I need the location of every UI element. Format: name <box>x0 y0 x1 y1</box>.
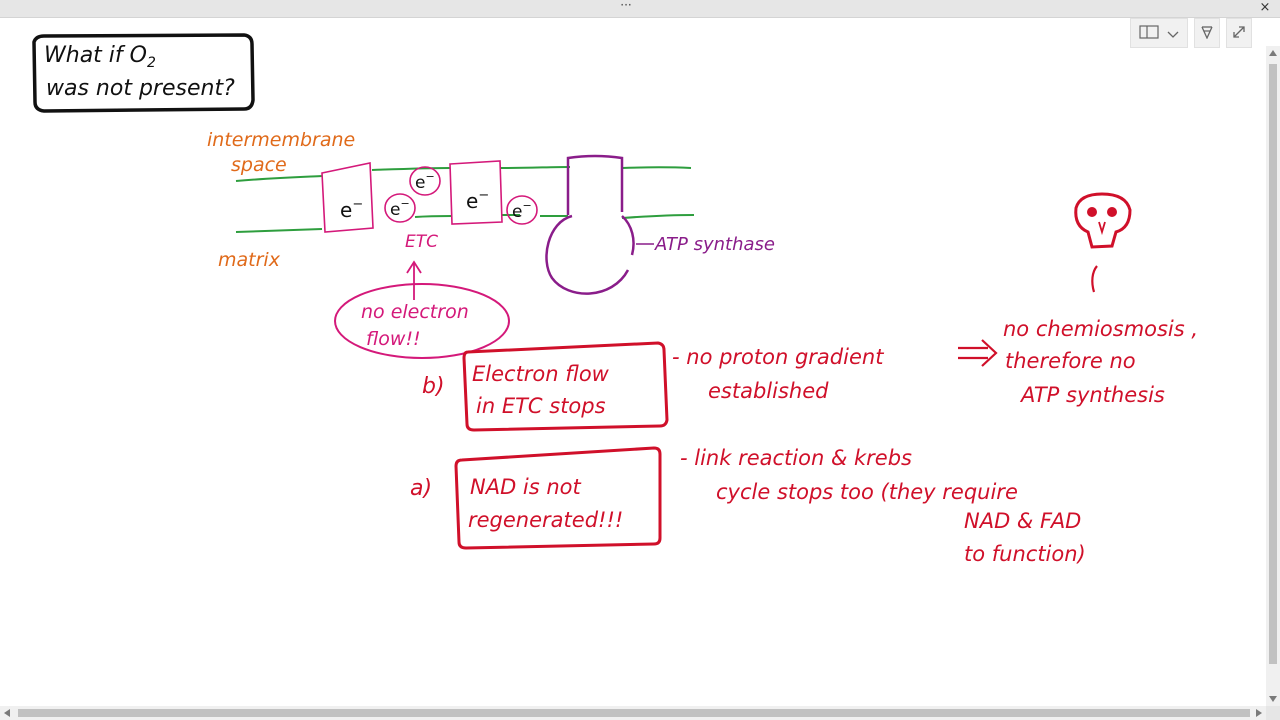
matrix-label: matrix <box>218 249 281 271</box>
vertical-scroll-thumb[interactable] <box>1269 64 1277 664</box>
etc-arrow-head <box>406 260 422 274</box>
skull-tick <box>1091 265 1098 293</box>
filter-icon <box>1200 24 1214 43</box>
etc-complex-2 <box>449 160 503 225</box>
electron-carrier-1 <box>384 193 416 223</box>
membrane-inner-left <box>235 228 323 233</box>
expand-button[interactable] <box>1226 18 1252 48</box>
electron-5: e− <box>512 199 532 222</box>
skull-outline <box>1074 192 1132 249</box>
page-view-button[interactable] <box>1130 18 1188 48</box>
a-text-line-2: cycle stops too (they require <box>716 480 1018 504</box>
space-label: space <box>231 154 287 176</box>
b-box-line-2: in ETC stops <box>476 394 606 418</box>
expand-icon <box>1232 24 1246 43</box>
membrane-outer-left <box>235 175 323 182</box>
scrollbar-corner <box>1266 706 1280 720</box>
atp-synthase-head <box>545 214 630 295</box>
result-line-3: ATP synthesis <box>1019 383 1165 407</box>
membrane <box>235 166 695 233</box>
horizontal-scroll-thumb[interactable] <box>18 709 1250 717</box>
atp-synthase-head-right <box>621 215 635 256</box>
membrane-outer-right <box>621 166 692 169</box>
filter-button[interactable] <box>1194 18 1220 48</box>
skull-eye-right <box>1107 207 1117 217</box>
result-line-1: no chemiosmosis , <box>1003 317 1198 341</box>
bubble-line-2: flow!! <box>366 328 421 350</box>
etc-complexes: e− e− e− e− e− <box>321 160 538 233</box>
skull-eye-left <box>1087 207 1097 217</box>
scroll-left-icon[interactable] <box>4 709 10 717</box>
view-toolbar <box>1130 18 1252 48</box>
skull-drawing <box>1074 192 1132 293</box>
scroll-up-icon[interactable] <box>1269 50 1277 56</box>
b-label: b) <box>422 374 445 399</box>
question-box: What if O2 was not present? <box>32 33 255 113</box>
electron-3: e− <box>415 170 435 193</box>
etc-complex-1 <box>321 162 374 233</box>
electron-4: e− <box>466 188 489 213</box>
atp-synthase <box>545 154 654 295</box>
b-box-line-1: Electron flow <box>472 362 610 386</box>
b-box <box>462 341 669 432</box>
scroll-down-icon[interactable] <box>1269 696 1277 702</box>
a-box-line-2: regenerated!!! <box>468 508 623 532</box>
membrane-outer-mid-2 <box>499 166 571 169</box>
electron-carrier-2 <box>409 166 441 196</box>
intermembrane-label: intermembrane <box>207 129 355 151</box>
notes-canvas[interactable]: What if O2 was not present? intermembran… <box>0 0 1266 706</box>
scroll-right-icon[interactable] <box>1256 709 1262 717</box>
vertical-scrollbar[interactable] <box>1266 46 1280 706</box>
title-bar: ··· × <box>0 0 1280 18</box>
electron-1: e− <box>340 197 363 222</box>
electron-carrier-3 <box>506 195 538 225</box>
page-view-icon <box>1139 24 1159 43</box>
b-text-line-1: - no proton gradient <box>672 345 884 369</box>
b-text-line-2: established <box>708 379 829 403</box>
a-text-line-1: - link reaction & krebs <box>680 446 912 470</box>
question-box-border <box>32 33 255 113</box>
result-line-2: therefore no <box>1005 349 1136 373</box>
close-button[interactable]: × <box>1259 0 1271 15</box>
question-line-1: What if O2 <box>44 43 156 71</box>
question-line-2: was not present? <box>46 76 235 101</box>
membrane-outer-mid <box>371 167 451 171</box>
no-flow-bubble <box>334 283 510 359</box>
skull-nose <box>1098 221 1106 236</box>
a-box-line-1: NAD is not <box>470 475 582 499</box>
atp-synthase-label: ATP synthase <box>654 234 775 255</box>
horizontal-scrollbar[interactable] <box>0 706 1266 720</box>
electron-2: e− <box>390 197 410 220</box>
a-text-line-3: NAD & FAD <box>964 509 1081 533</box>
bubble-line-1: no electron <box>361 301 469 323</box>
drag-handle[interactable]: ··· <box>620 0 632 12</box>
membrane-inner-right <box>621 214 695 219</box>
etc-label: ETC <box>405 232 438 252</box>
a-box <box>454 446 662 550</box>
membrane-inner-mid <box>414 215 453 218</box>
chevron-down-icon <box>1167 24 1179 43</box>
atp-synthase-stalk <box>566 154 624 215</box>
implies-arrow <box>958 339 998 367</box>
a-label: a) <box>410 476 432 501</box>
a-text-line-4: to function) <box>964 542 1086 566</box>
